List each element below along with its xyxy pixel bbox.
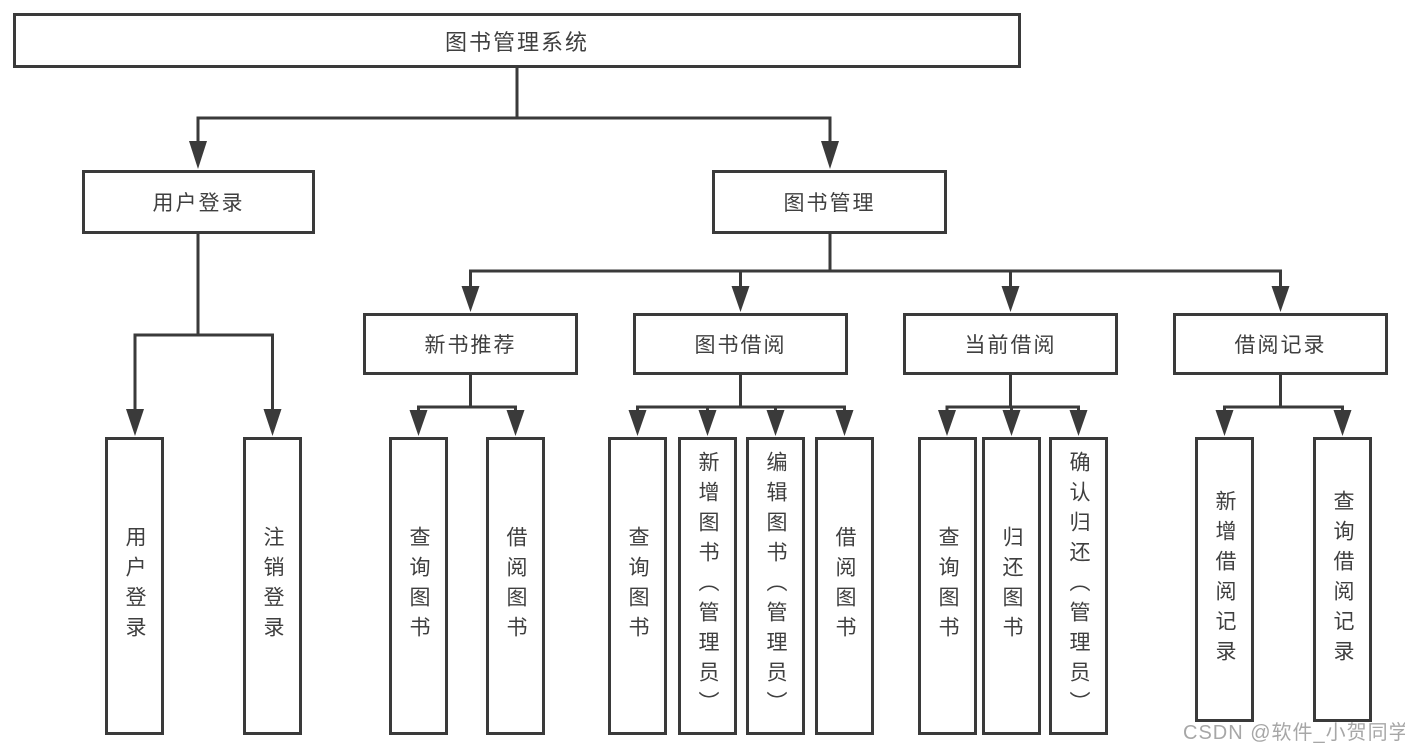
leaf-add-book-admin: 新增图书（管理员） [678, 437, 737, 735]
leaf-label: 编辑图书（管理员） [764, 451, 787, 721]
leaf-confirm-return-admin: 确认归还（管理员） [1049, 437, 1108, 735]
node-label: 借阅记录 [1234, 334, 1327, 357]
leaf-label: 借阅图书 [504, 526, 527, 646]
leaf-label: 新增借阅记录 [1213, 489, 1236, 670]
leaf-borrow-books-borrowing: 借阅图书 [815, 437, 874, 735]
watermark: CSDN @软件_小贺同学 [1183, 722, 1405, 744]
node-label: 图书管理系统 [444, 29, 589, 55]
leaf-label: 查询图书 [407, 526, 430, 646]
leaf-label: 借阅图书 [833, 526, 856, 646]
leaf-label: 注销登录 [261, 526, 284, 646]
node-borrowing-records: 借阅记录 [1173, 313, 1388, 375]
leaf-borrow-books-recommend: 借阅图书 [486, 437, 545, 735]
node-user-login: 用户登录 [82, 170, 315, 234]
node-root-library-system: 图书管理系统 [13, 13, 1021, 68]
node-label: 图书管理 [783, 192, 876, 215]
leaf-query-books-borrowing: 查询图书 [608, 437, 667, 735]
leaf-label: 归还图书 [1000, 526, 1023, 646]
leaf-label: 确认归还（管理员） [1067, 451, 1090, 721]
node-label: 用户登录 [152, 192, 245, 215]
leaf-label: 新增图书（管理员） [696, 451, 719, 721]
leaf-edit-book-admin: 编辑图书（管理员） [746, 437, 805, 735]
node-label: 新书推荐 [424, 334, 517, 357]
node-label: 当前借阅 [964, 334, 1057, 357]
leaf-label: 查询借阅记录 [1331, 489, 1354, 670]
leaf-logout: 注销登录 [243, 437, 302, 735]
node-book-borrowing: 图书借阅 [633, 313, 848, 375]
node-current-borrowing: 当前借阅 [903, 313, 1118, 375]
leaf-query-books-current: 查询图书 [918, 437, 977, 735]
leaf-query-books-recommend: 查询图书 [389, 437, 448, 735]
leaf-user-login: 用户登录 [105, 437, 164, 735]
node-label: 图书借阅 [694, 334, 787, 357]
leaf-query-borrow-record: 查询借阅记录 [1313, 437, 1372, 722]
leaf-add-borrow-record: 新增借阅记录 [1195, 437, 1254, 722]
node-new-book-recommendation: 新书推荐 [363, 313, 578, 375]
leaf-label: 查询图书 [626, 526, 649, 646]
leaf-label: 用户登录 [123, 526, 146, 646]
leaf-label: 查询图书 [936, 526, 959, 646]
node-book-management: 图书管理 [712, 170, 947, 234]
leaf-return-books: 归还图书 [982, 437, 1041, 735]
